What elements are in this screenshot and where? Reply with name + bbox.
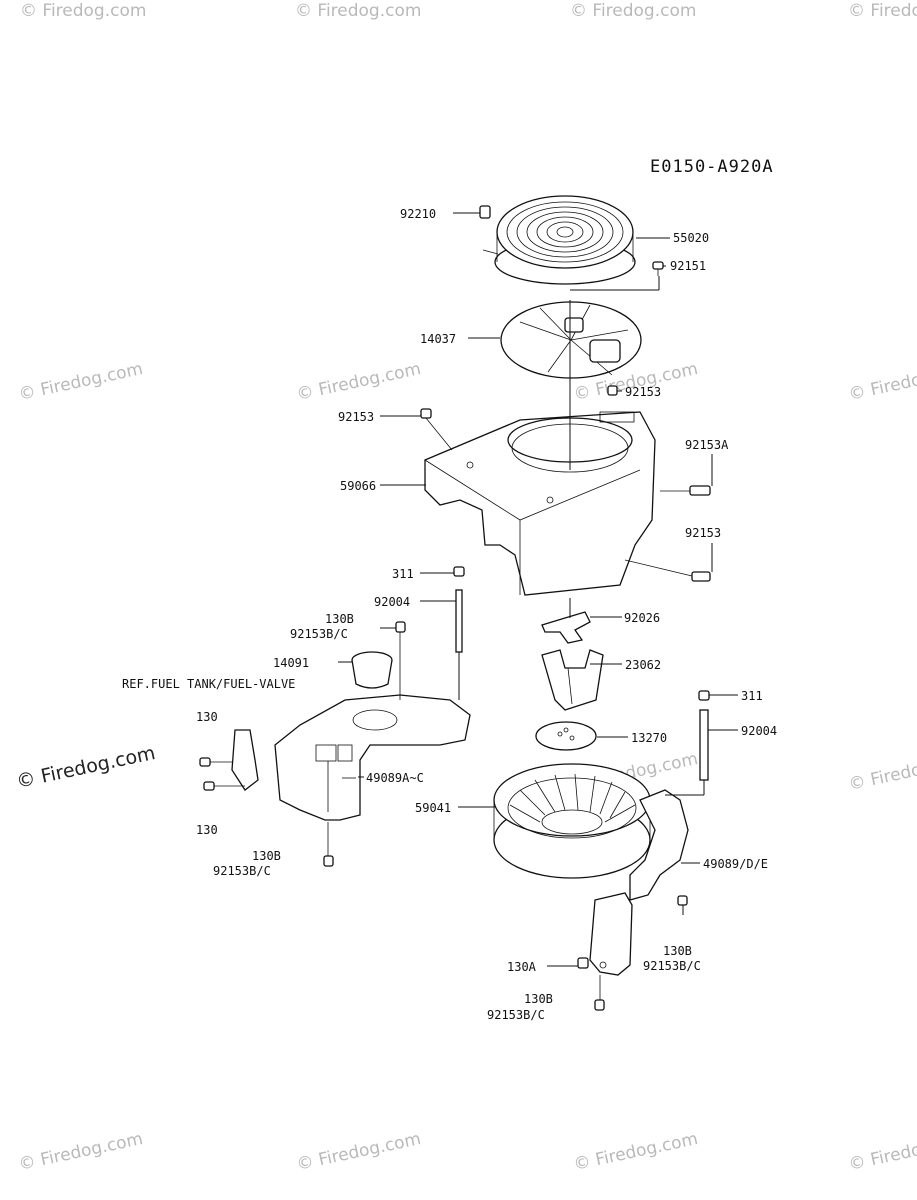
watermark: © Firedog.com bbox=[572, 1129, 700, 1175]
label-14037: 14037 bbox=[420, 332, 456, 346]
label-92153BC: 92153B/C bbox=[487, 1008, 545, 1022]
label-59041: 59041 bbox=[415, 801, 451, 815]
label-130-bottom: 130 bbox=[196, 823, 218, 837]
bolt-drawing bbox=[624, 559, 711, 582]
watermark: © Firedog.com bbox=[847, 359, 917, 405]
reference-note: REF.FUEL TANK/FUEL-VALVE bbox=[122, 677, 295, 691]
side-shield-left-drawing bbox=[274, 694, 471, 821]
spacer-drawing bbox=[541, 611, 591, 644]
watermark: © Firedog.com bbox=[847, 1129, 917, 1175]
watermark: © Firedog.com bbox=[847, 749, 917, 795]
stud-drawing bbox=[698, 690, 710, 781]
label-92004-left: 92004 bbox=[374, 595, 410, 609]
fan-plate-drawing bbox=[500, 301, 642, 379]
small-bracket-drawing bbox=[199, 729, 259, 791]
label-13270: 13270 bbox=[631, 731, 667, 745]
watermarks: © Firedog.com © Firedog.com © Firedog.co… bbox=[14, 1, 917, 1175]
leader-lines bbox=[338, 212, 738, 967]
watermark: © Firedog.com bbox=[295, 1129, 423, 1175]
label-92210: 92210 bbox=[400, 207, 436, 221]
watermark: © Firedog.com bbox=[17, 1129, 145, 1175]
watermark: © Firedog.com bbox=[295, 359, 423, 405]
bolt-drawing bbox=[420, 408, 453, 451]
side-shield-right-drawing bbox=[577, 789, 689, 1011]
label-92004-right: 92004 bbox=[741, 724, 777, 738]
watermark: © Firedog.com bbox=[17, 359, 145, 405]
label-59066: 59066 bbox=[340, 479, 376, 493]
bolt-drawing bbox=[660, 485, 711, 496]
label-130B: 130B bbox=[252, 849, 281, 863]
watermark: © Firedog.com bbox=[295, 1, 421, 21]
bolt-drawing bbox=[395, 621, 406, 700]
label-92151: 92151 bbox=[670, 259, 706, 273]
bracket-drawing bbox=[541, 649, 604, 711]
stud-drawing bbox=[453, 566, 465, 653]
watermark: © Firedog.com bbox=[570, 1, 696, 21]
label-23062: 23062 bbox=[625, 658, 661, 672]
label-92153-top: 92153 bbox=[625, 385, 661, 399]
label-130-top: 130 bbox=[196, 710, 218, 724]
label-92153BC: 92153B/C bbox=[213, 864, 271, 878]
label-130B: 130B bbox=[325, 612, 354, 626]
bolt-drawing bbox=[323, 822, 334, 867]
watermark: © Firedog.com bbox=[14, 742, 157, 793]
label-130B: 130B bbox=[663, 944, 692, 958]
label-49089A-C: 49089A~C bbox=[366, 771, 424, 785]
flywheel-drawing bbox=[493, 763, 651, 879]
screw-drawing bbox=[652, 261, 664, 276]
cap-drawing bbox=[351, 651, 393, 689]
diagram-code: E0150-A920A bbox=[650, 157, 774, 177]
label-55020: 55020 bbox=[673, 231, 709, 245]
label-49089-D-E: 49089/D/E bbox=[703, 857, 768, 871]
watermark: © Firedog.com bbox=[20, 1, 146, 21]
bolt-drawing bbox=[607, 385, 618, 396]
grille-screen-drawing bbox=[482, 195, 636, 285]
label-130A: 130A bbox=[507, 960, 537, 974]
label-14091: 14091 bbox=[273, 656, 309, 670]
disc-drawing bbox=[535, 721, 597, 751]
label-92153-right: 92153 bbox=[685, 526, 721, 540]
label-311-left: 311 bbox=[392, 567, 414, 581]
label-92153BC: 92153B/C bbox=[643, 959, 701, 973]
label-92153-left: 92153 bbox=[338, 410, 374, 424]
label-92026: 92026 bbox=[624, 611, 660, 625]
label-311-right: 311 bbox=[741, 689, 763, 703]
watermark: © Firedog.com bbox=[848, 1, 917, 21]
nut-drawing bbox=[479, 205, 491, 219]
label-130B: 130B bbox=[524, 992, 553, 1006]
label-92153BC: 92153B/C bbox=[290, 627, 348, 641]
part-labels: 92210 55020 92151 14037 92153 92153 9215… bbox=[122, 207, 777, 1022]
label-92153A: 92153A bbox=[685, 438, 729, 452]
